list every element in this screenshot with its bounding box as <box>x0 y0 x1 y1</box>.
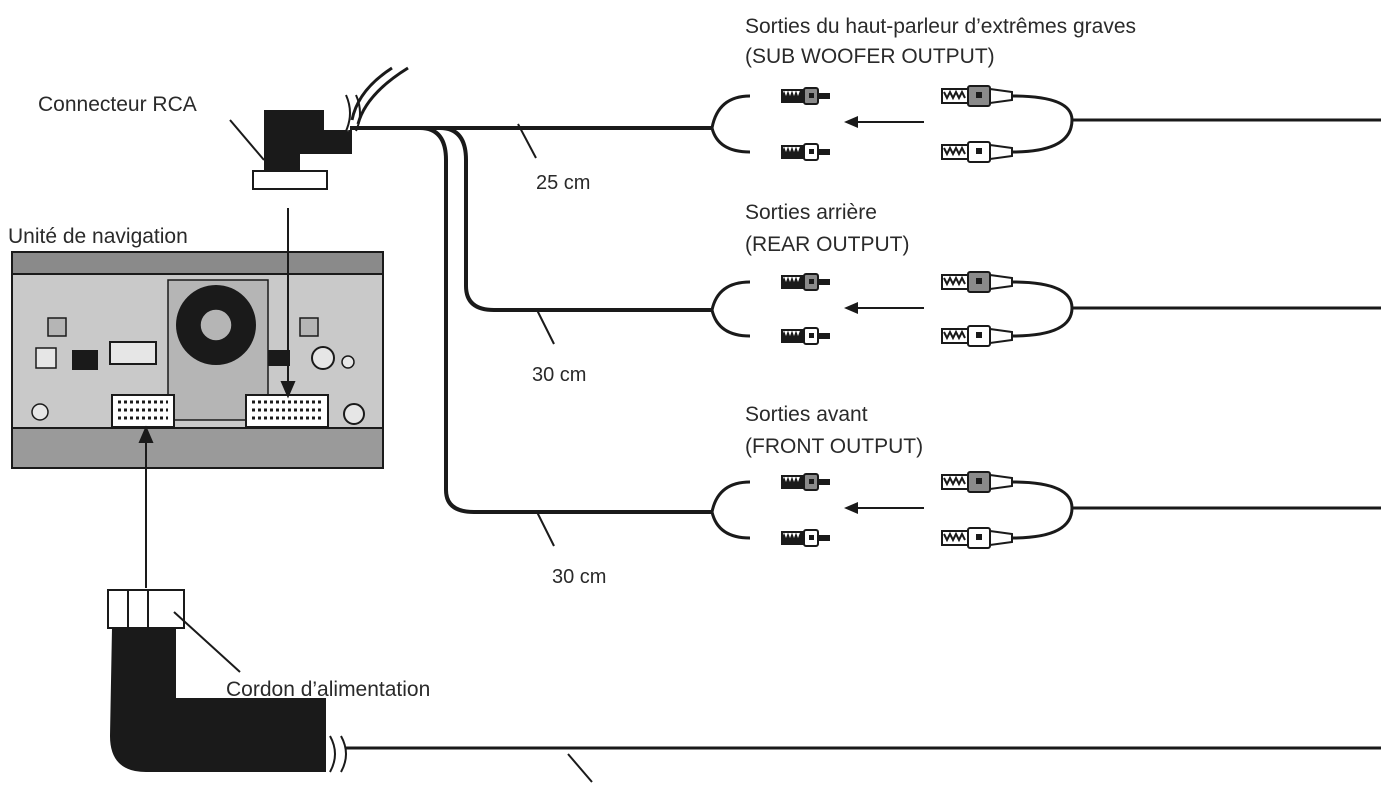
navigation-unit <box>11 251 384 469</box>
length-front: 30 cm <box>552 566 607 588</box>
length-rear: 30 cm <box>532 364 587 386</box>
front-output-title: Sorties avant <box>745 403 868 426</box>
rca-connector <box>252 66 409 190</box>
power-cord <box>107 589 1381 783</box>
rear-output-title: Sorties arrière <box>745 201 877 224</box>
length-sub: 25 cm <box>536 172 591 194</box>
output-group-front <box>710 471 1381 549</box>
rca-connector-label: Connecteur RCA <box>38 93 197 116</box>
leader-lines <box>173 119 555 673</box>
rear-output-subtitle: (REAR OUTPUT) <box>745 233 910 256</box>
sub-output-title: Sorties du haut-parleur d’extrêmes grave… <box>745 15 1137 38</box>
front-output-subtitle: (FRONT OUTPUT) <box>745 435 924 458</box>
nav-unit-label: Unité de navigation <box>8 225 188 248</box>
power-socket <box>111 394 175 428</box>
output-group-sub <box>710 85 1381 163</box>
output-group-rear <box>710 271 1381 347</box>
power-cord-label: Cordon d’alimentation <box>226 678 431 701</box>
sub-output-subtitle: (SUB WOOFER OUTPUT) <box>745 45 995 68</box>
rca-cables <box>350 126 712 514</box>
insert-arrows <box>138 208 296 588</box>
